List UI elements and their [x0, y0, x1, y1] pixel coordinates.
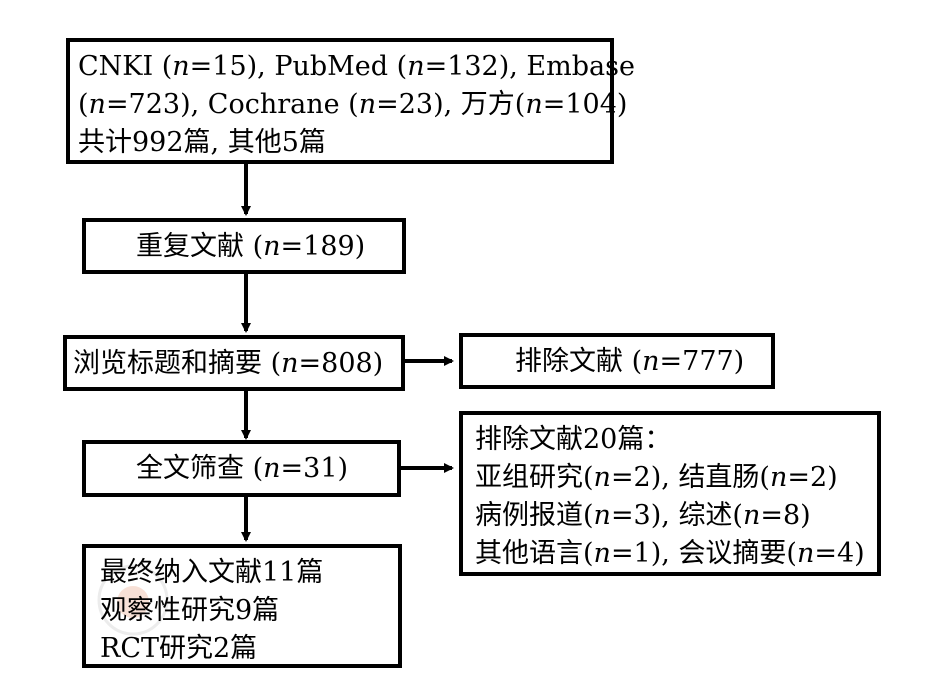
variable-n: n [172, 51, 190, 82]
text-segment: 重复文献 ( [136, 231, 264, 262]
text-segment: 共计992篇, 其他5篇 [78, 127, 326, 158]
variable-n: n [525, 89, 543, 120]
text-segment: =132), Embase [424, 51, 635, 82]
fulltext-box: 全文筛查 (n=31) [82, 440, 401, 497]
text-segment: 观察性研究9篇 [100, 595, 280, 626]
variable-n: n [281, 348, 299, 379]
screening-box: 浏览标题和摘要 (n=808) [63, 335, 405, 391]
variable-n: n [263, 453, 281, 484]
text-segment: =3), 综述( [610, 500, 743, 531]
variable-n: n [796, 538, 815, 569]
text-segment: =2) [787, 462, 838, 493]
included-line-1: 最终纳入文献11篇 [100, 554, 398, 592]
seal-watermark [97, 564, 169, 636]
text-segment: =2), 结直肠( [610, 462, 770, 493]
search-sources-line-2: (n=723), Cochrane (n=23), 万方(n=104) [78, 86, 627, 124]
screening-line: 浏览标题和摘要 (n=808) [73, 345, 401, 383]
excluded-fulltext-line-2: 亚组研究(n=2), 结直肠(n=2) [475, 459, 877, 497]
included-line-3: RCT研究2篇 [100, 630, 398, 668]
text-segment: 浏览标题和摘要 ( [73, 348, 282, 379]
search-sources-line-3: 共计992篇, 其他5篇 [78, 124, 610, 162]
text-segment: ( [78, 89, 89, 120]
variable-n: n [593, 538, 611, 569]
variable-n: n [742, 500, 761, 531]
search-sources-box: CNKI (n=15), PubMed (n=132), Embase (n=7… [66, 38, 635, 164]
excluded-fulltext-line-3: 病例报道(n=3), 综述(n=8) [475, 497, 877, 535]
variable-n: n [88, 89, 106, 120]
variable-n: n [593, 500, 611, 531]
text-segment: =4) [814, 538, 865, 569]
text-segment: =1), 会议摘要( [610, 538, 797, 569]
excluded-records-box: 排除文献 (n=777) [459, 333, 775, 389]
text-segment: 最终纳入文献11篇 [100, 557, 324, 588]
text-segment: =808) [298, 348, 384, 379]
variable-n: n [593, 462, 611, 493]
text-segment: RCT研究2篇 [100, 633, 258, 664]
excluded-fulltext-box: 排除文献20篇： 亚组研究(n=2), 结直肠(n=2) 病例报道(n=3), … [459, 411, 881, 576]
duplicates-line: 重复文献 (n=189) [136, 228, 402, 266]
text-segment: =189) [280, 231, 366, 262]
variable-n: n [358, 89, 377, 120]
text-segment: =104) [542, 89, 628, 120]
text-segment: =31) [280, 453, 349, 484]
search-sources-line-1: CNKI (n=15), PubMed (n=132), Embase [78, 48, 635, 86]
excluded-fulltext-line-1: 排除文献20篇： [475, 421, 877, 459]
included-line-2: 观察性研究9篇 [100, 592, 398, 630]
variable-n: n [769, 462, 788, 493]
text-segment: 全文筛查 ( [136, 453, 264, 484]
variable-n: n [642, 346, 660, 377]
excluded-fulltext-line-4: 其他语言(n=1), 会议摘要(n=4) [475, 535, 877, 573]
variable-n: n [407, 51, 425, 82]
fulltext-line: 全文筛查 (n=31) [136, 450, 397, 488]
text-segment: 其他语言( [475, 538, 594, 569]
text-segment: CNKI ( [78, 51, 173, 82]
text-segment: =777) [659, 346, 745, 377]
text-segment: =723), Cochrane ( [105, 89, 359, 120]
text-segment: 亚组研究( [475, 462, 594, 493]
excluded-records-line: 排除文献 (n=777) [515, 343, 771, 381]
text-segment: 排除文献 ( [515, 346, 643, 377]
included-studies-box: 最终纳入文献11篇 观察性研究9篇 RCT研究2篇 [82, 544, 402, 668]
text-segment: =8) [760, 500, 811, 531]
duplicates-box: 重复文献 (n=189) [82, 218, 406, 274]
variable-n: n [263, 231, 281, 262]
text-segment: =23), 万方( [376, 89, 526, 120]
text-segment: 病例报道( [475, 500, 594, 531]
text-segment: 排除文献20篇： [475, 424, 672, 455]
text-segment: =15), PubMed ( [189, 51, 408, 82]
